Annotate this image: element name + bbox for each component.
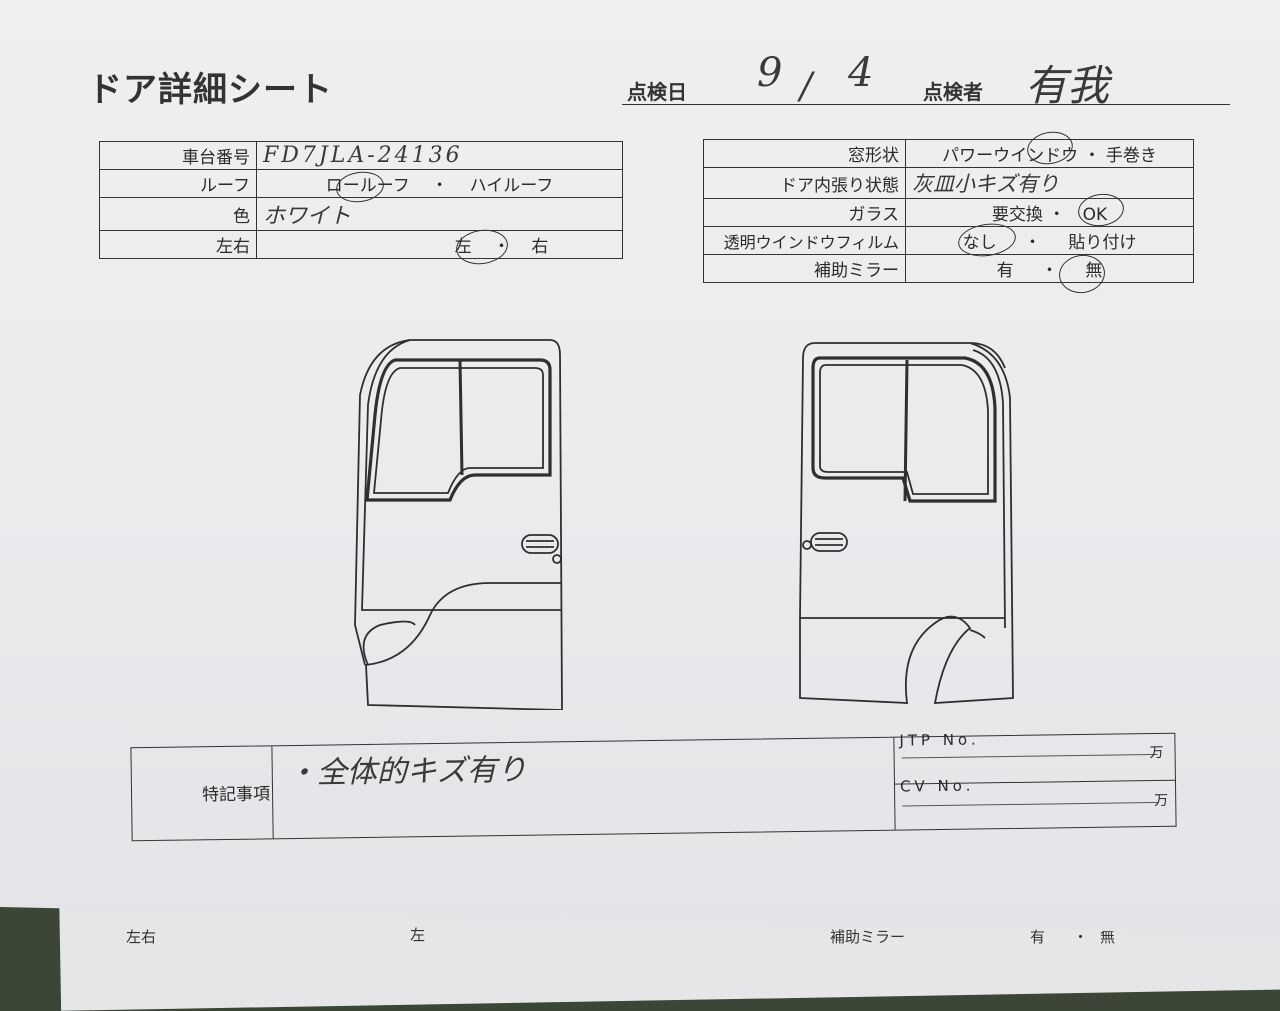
left-door-diagram xyxy=(354,339,563,710)
door-detail-sheet: ドア詳細シート 点検日 9 / 4 点検者 有我 車台番号 FD7JLA-241… xyxy=(0,0,1280,935)
condition-table: 窓形状 パワーウインドウ ・ 手巻き ドア内張り状態 灰皿小キズ有り ガラス 要… xyxy=(703,139,1194,283)
jtp-input-line[interactable] xyxy=(901,753,1158,759)
inspector-value: 有我 xyxy=(1025,61,1110,110)
inspection-date-label: 点検日 xyxy=(627,80,687,104)
door-trim-label: ドア内張り状態 xyxy=(703,167,906,199)
table-row: 車台番号 FD7JLA-24136 xyxy=(99,141,623,170)
film-option-none[interactable]: なし xyxy=(962,233,997,253)
inspection-date-separator: / xyxy=(800,66,813,107)
roof-option-high[interactable]: ハイルーフ xyxy=(469,176,554,196)
jtp-label: JTP No. xyxy=(899,730,980,750)
roof-options: ロールーフ ・ ハイルーフ xyxy=(256,169,623,198)
cv-unit: 万 xyxy=(1154,792,1169,810)
jtp-unit: 万 xyxy=(1149,744,1164,762)
film-option-separator: ・ xyxy=(1024,233,1041,253)
notes-label: 特記事項 xyxy=(201,784,271,806)
window-option-manual[interactable]: 手巻き xyxy=(1105,146,1157,166)
table-row: 左右 左 ・ 右 xyxy=(99,230,623,259)
background-left-value: 左 xyxy=(410,926,426,944)
glass-option-separator: ・ xyxy=(1048,205,1066,225)
glass-options: 要交換 ・ OK xyxy=(905,198,1194,227)
window-film-label: 透明ウインドウフィルム xyxy=(703,226,906,255)
window-option-power[interactable]: パワーウインドウ xyxy=(942,146,1079,166)
cv-label: CV No. xyxy=(899,776,975,796)
vehicle-info-table: 車台番号 FD7JLA-24136 ルーフ ロールーフ ・ ハイルーフ 色 ホワ… xyxy=(99,141,623,259)
background-mirror-option-2: 無 xyxy=(1100,928,1116,946)
aux-mirror-options: 有 ・ 無 xyxy=(905,254,1194,283)
window-type-label: 窓形状 xyxy=(703,139,906,168)
right-door-diagram xyxy=(799,342,1014,704)
film-option-applied[interactable]: 貼り付け xyxy=(1068,233,1137,253)
notes-box: 特記事項 ・全体的キズ有り JTP No. 万 CV No. 万 xyxy=(130,730,1177,842)
header-underline xyxy=(622,104,1230,105)
mirror-option-yes[interactable]: 有 xyxy=(996,261,1014,281)
inspection-date-day: 4 xyxy=(848,50,874,96)
side-option-right[interactable]: 右 xyxy=(531,237,549,257)
side-option-left[interactable]: 左 xyxy=(454,237,472,257)
side-label: 左右 xyxy=(99,230,257,259)
glass-option-replace[interactable]: 要交換 xyxy=(991,205,1043,225)
color-label: 色 xyxy=(99,197,257,231)
side-options: 左 ・ 右 xyxy=(256,230,623,259)
table-row: 窓形状 パワーウインドウ ・ 手巻き xyxy=(703,139,1194,168)
chassis-number-value: FD7JLA-24136 xyxy=(256,141,623,170)
table-row: ルーフ ロールーフ ・ ハイルーフ xyxy=(99,169,623,198)
glass-option-ok[interactable]: OK xyxy=(1082,205,1108,225)
aux-mirror-label: 補助ミラー xyxy=(703,254,906,283)
background-mirror-option-1: 有 xyxy=(1030,928,1046,946)
roof-option-low[interactable]: ロールーフ xyxy=(325,176,410,196)
chassis-number-label: 車台番号 xyxy=(99,141,257,170)
notes-divider xyxy=(271,746,274,839)
side-option-separator: ・ xyxy=(493,237,510,257)
door-trim-value: 灰皿小キズ有り xyxy=(905,167,1194,199)
color-value: ホワイト xyxy=(256,197,623,231)
cv-input-line[interactable] xyxy=(902,801,1159,807)
table-row: 補助ミラー 有 ・ 無 xyxy=(703,254,1194,283)
mirror-option-separator: ・ xyxy=(1041,261,1058,281)
table-row: 透明ウインドウフィルム なし ・ 貼り付け xyxy=(703,226,1194,255)
glass-label: ガラス xyxy=(703,198,906,227)
roof-option-separator: ・ xyxy=(431,176,449,196)
mirror-option-no[interactable]: 無 xyxy=(1085,261,1103,281)
background-mirror-option-sep: ・ xyxy=(1073,928,1089,946)
inspection-date-month: 9 xyxy=(757,50,783,96)
inspector-label: 点検者 xyxy=(923,80,983,104)
table-row: ドア内張り状態 灰皿小キズ有り xyxy=(703,167,1194,199)
background-mirror-label: 補助ミラー xyxy=(830,928,906,946)
notes-value: ・全体的キズ有り xyxy=(286,752,527,792)
window-option-separator: ・ xyxy=(1083,146,1101,166)
background-left-label: 左右 xyxy=(126,928,157,946)
window-film-options: なし ・ 貼り付け xyxy=(905,226,1194,255)
table-row: 色 ホワイト xyxy=(99,197,623,231)
roof-label: ルーフ xyxy=(99,169,257,198)
sheet-title: ドア詳細シート xyxy=(88,70,333,110)
